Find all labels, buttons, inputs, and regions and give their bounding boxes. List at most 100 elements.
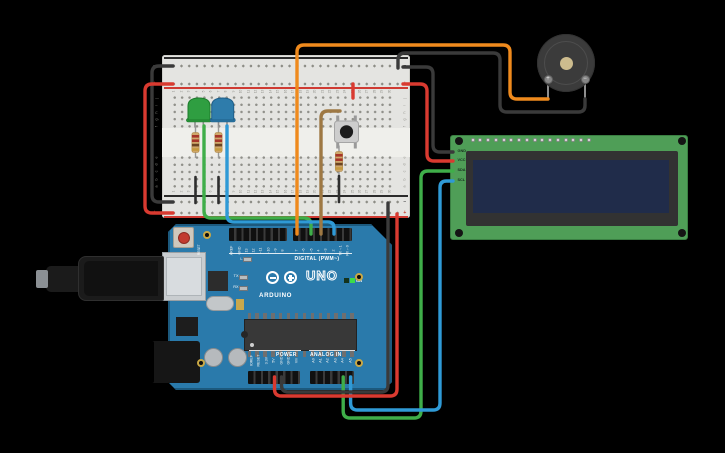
resistor-band: [191, 148, 200, 151]
indicator-label-L: L: [240, 256, 243, 261]
power-jack-cap: [144, 341, 154, 383]
lcd-header-hole: [555, 137, 560, 142]
chip-leg: [271, 313, 275, 320]
breadboard-grid-holes: [170, 153, 395, 191]
wire-a4-sda-green[interactable]: [341, 169, 455, 420]
wire-lcd-vcc-red[interactable]: [401, 82, 455, 163]
lcd-header-hole: [548, 137, 552, 142]
chip-leg: [263, 313, 267, 320]
breadboard-negative-rail-line: [164, 195, 408, 197]
breadboard-rail-plus-mark: +: [403, 209, 407, 216]
breadboard-negative-rail-line: [164, 57, 408, 59]
wire-rail-left-black[interactable]: [150, 64, 175, 204]
chip-leg: [255, 350, 259, 357]
silkscreen-line: [229, 253, 352, 254]
wire-lcd-gnd-black[interactable]: [401, 65, 455, 154]
buzzer-leg: [546, 80, 550, 100]
chip-leg: [294, 350, 299, 357]
lcd-screw-hole: [455, 229, 463, 237]
arduino-logo-left-circle: [266, 271, 279, 284]
indicator-label-RX: RX: [233, 285, 239, 289]
power-jack: [146, 341, 200, 383]
usb-cable-tail: [46, 266, 80, 292]
buzzer-negative-terminal: −: [580, 74, 590, 84]
chip-leg: [247, 313, 251, 320]
chip-leg: [247, 350, 251, 357]
indicator-led-L: [242, 257, 252, 262]
wire-gnd-black[interactable]: [279, 201, 390, 394]
mounting-hole: [197, 359, 205, 367]
wire-5v-red[interactable]: [272, 212, 399, 398]
wire-buzzer-plus-orange[interactable]: [295, 43, 550, 236]
chip-leg: [310, 313, 315, 320]
lcd-header-hole: [486, 137, 490, 142]
silkscreen-line: [309, 349, 355, 351]
lcd-screw-hole: [455, 137, 463, 145]
lcd-header-hole: [586, 137, 591, 142]
indicator-label-TX: TX: [233, 274, 239, 278]
smd-capacitor: [236, 299, 244, 310]
on-led-slot: [344, 278, 349, 283]
chip-leg: [302, 313, 307, 320]
usb-cable-tip: [36, 270, 48, 288]
chip-leg: [342, 350, 346, 357]
resistor-band: [335, 162, 343, 166]
lcd-header-hole: [517, 137, 521, 142]
led-green[interactable]: [187, 97, 211, 121]
pushbutton-cap[interactable]: [339, 125, 354, 139]
wire-a5-scl-blue[interactable]: [348, 179, 455, 412]
chip-leg: [287, 313, 291, 320]
chip-leg: [287, 350, 291, 357]
wire-rail-left-red[interactable]: [143, 82, 175, 215]
chip-leg: [350, 350, 354, 357]
resistor-band: [191, 135, 200, 138]
lcd-header-hole: [478, 137, 483, 142]
atmega-chip: [244, 319, 357, 351]
breadboard-rail-holes: [170, 199, 402, 205]
lcd-header-hole: [563, 137, 568, 142]
lcd-header-hole: [532, 137, 537, 142]
usb-socket-face: [166, 257, 202, 296]
wire-button-pin4-brown[interactable]: [319, 109, 342, 236]
mounting-hole: [203, 231, 211, 239]
resistor-band: [214, 143, 223, 147]
lcd-screen: [473, 160, 669, 213]
power-label: POWER: [276, 352, 297, 358]
pushbutton-leg: [336, 115, 340, 123]
logo-plus-bar-v: [289, 274, 292, 281]
led-blue[interactable]: [211, 97, 235, 121]
breadboard-rail-holes: [170, 210, 402, 216]
lcd-header-hole: [509, 137, 514, 142]
chip-leg: [302, 350, 307, 357]
chip-leg: [350, 313, 354, 320]
chip-leg: [310, 350, 315, 357]
lcd-pin-label-SDA: SDA: [457, 168, 466, 173]
indicator-led-TX: [238, 274, 248, 280]
chip-leg: [271, 350, 275, 357]
resistor-band: [335, 158, 343, 161]
chip-leg: [334, 350, 338, 357]
chip-leg: [334, 313, 338, 320]
chip-leg: [279, 350, 283, 357]
buzzer-ring: [544, 41, 588, 85]
pushbutton-leg: [353, 141, 357, 149]
buzzer-positive-terminal: +: [543, 74, 553, 84]
buzzer-leg: [583, 80, 587, 100]
lcd-screw-hole: [678, 229, 686, 237]
pushbutton-leg: [336, 141, 340, 149]
breadboard-positive-rail-line: [164, 87, 408, 89]
chip-leg: [326, 313, 330, 320]
voltage-regulator: [176, 317, 198, 336]
chip-leg: [326, 350, 330, 357]
digital-header-left[interactable]: [228, 228, 287, 241]
lcd-screw-hole: [678, 137, 686, 145]
wire-buzzer-minus-black[interactable]: [396, 51, 587, 114]
uno-label: UNO: [306, 268, 338, 284]
lcd-header-hole: [579, 137, 583, 142]
reset-button[interactable]: [177, 231, 190, 244]
wire-led-blue-pin2[interactable]: [225, 124, 336, 236]
resistor-band: [191, 143, 200, 147]
breadboard-rail-holes: [170, 81, 402, 87]
arduino-brand-label: ARDUINO: [259, 292, 293, 299]
